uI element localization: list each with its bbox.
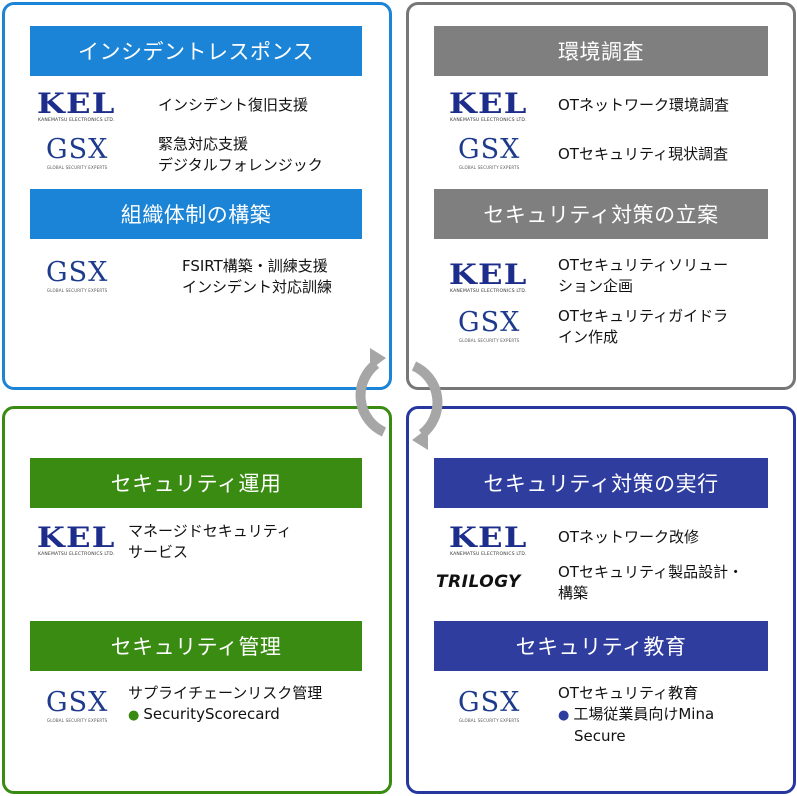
item-fsirt-training: FSIRT構築・訓練支援 インシデント対応訓練 (182, 257, 333, 296)
gsx-logo: GSX GLOBAL SECURITY EXPERTS (458, 134, 521, 170)
gsx-logo: GSX GLOBAL SECURITY EXPERTS (46, 687, 109, 723)
header-security-execution: セキュリティ対策の実行 (434, 458, 768, 508)
header-security-management: セキュリティ管理 (30, 621, 362, 671)
item-ot-guideline: OTセキュリティガイドラ イン作成 (558, 307, 729, 346)
item-supply-chain-risk: サプライチェーンリスク管理 ●SecurityScorecard (128, 684, 323, 723)
bullet-icon: ● (128, 708, 140, 723)
kel-logo: KEL KANEMATSU ELECTRONICS LTD. (449, 87, 528, 124)
gsx-logo: GSX GLOBAL SECURITY EXPERTS (458, 687, 521, 723)
kel-logo: KEL KANEMATSU ELECTRONICS LTD. (37, 521, 116, 558)
item-emergency-forensics: 緊急対応支援 デジタルフォレンジック (158, 135, 323, 174)
header-incident-response: インシデントレスポンス (30, 26, 362, 76)
cycle-arrowhead-right (412, 428, 428, 450)
gsx-logo: GSX GLOBAL SECURITY EXPERTS (46, 257, 109, 293)
cycle-arrow-right (411, 361, 443, 438)
item-ot-network-survey: OTネットワーク環境調査 (558, 96, 729, 114)
header-security-education: セキュリティ教育 (434, 621, 768, 671)
header-organization-building: 組織体制の構築 (30, 189, 362, 239)
cycle-arrow-left (355, 360, 387, 437)
header-security-planning: セキュリティ対策の立案 (434, 189, 768, 239)
cycle-arrowhead-left (370, 348, 386, 370)
kel-logo: KEL KANEMATSU ELECTRONICS LTD. (449, 521, 528, 558)
kel-logo: KEL KANEMATSU ELECTRONICS LTD. (37, 87, 116, 124)
trilogy-logo: TRILOGY (436, 572, 521, 592)
item-ot-product-design: OTセキュリティ製品設計・ 構築 (558, 563, 744, 602)
bullet-icon: ● (558, 708, 570, 723)
gsx-logo: GSX GLOBAL SECURITY EXPERTS (458, 307, 521, 343)
item-ot-network-modification: OTネットワーク改修 (558, 528, 699, 546)
item-ot-solution-planning: OTセキュリティソリュー ション企画 (558, 256, 729, 295)
header-environment-survey: 環境調査 (434, 26, 768, 76)
kel-logo: KEL KANEMATSU ELECTRONICS LTD. (449, 258, 528, 295)
cycle-arrows-icon (355, 348, 443, 450)
gsx-logo: GSX GLOBAL SECURITY EXPERTS (46, 134, 109, 170)
item-managed-security: マネージドセキュリティ サービス (128, 522, 292, 561)
item-incident-recovery: インシデント復旧支援 (158, 96, 309, 114)
item-ot-education: OTセキュリティ教育 ●工場従業員向けMina Secure (558, 684, 715, 745)
header-security-operation: セキュリティ運用 (30, 458, 362, 508)
item-ot-security-status: OTセキュリティ現状調査 (558, 145, 729, 163)
